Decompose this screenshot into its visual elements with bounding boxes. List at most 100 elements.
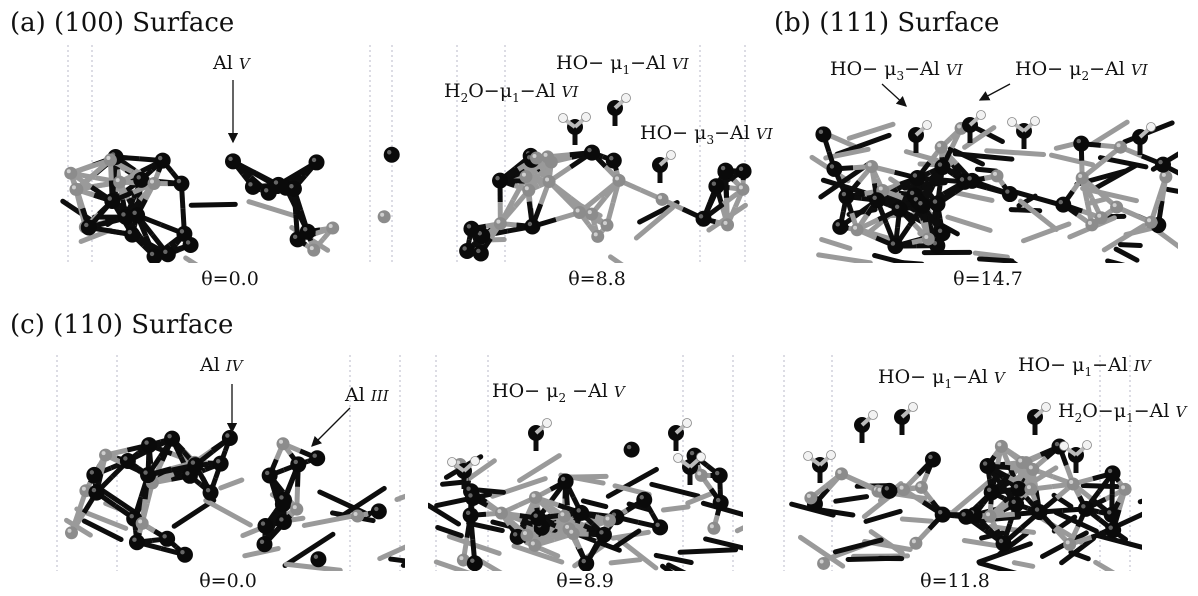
bond (1137, 498, 1142, 505)
atom-highlight (279, 495, 284, 500)
atom-highlight (1147, 218, 1152, 223)
atom-highlight (179, 229, 185, 234)
oxygen-atom (583, 144, 600, 161)
atom-highlight (894, 204, 900, 209)
bond (962, 125, 997, 150)
hydrogen-atom (621, 93, 631, 103)
oxygen-atom (1008, 496, 1025, 513)
oxygen-atom (176, 546, 193, 563)
bond (677, 547, 739, 555)
atom-highlight (615, 176, 620, 181)
atom-highlight (101, 451, 106, 456)
oxygen-atom (463, 220, 480, 237)
atom-highlight (639, 495, 644, 500)
oxygen-atom (1104, 465, 1121, 482)
bond (1053, 509, 1099, 534)
atom-highlight (957, 124, 962, 129)
oxygen-atom (934, 159, 951, 176)
atom-highlight (658, 195, 663, 200)
atom-highlight (853, 225, 858, 230)
oxygen-atom (557, 473, 574, 490)
oxygen-atom (578, 555, 595, 571)
atom-highlight (248, 182, 253, 187)
atom-highlight (1121, 485, 1126, 490)
atom-highlight (190, 460, 196, 465)
atom-highlight (689, 450, 695, 456)
bond (660, 504, 691, 513)
structure-svg (809, 110, 1178, 263)
bond (1105, 258, 1126, 263)
oxygen-atom (1031, 504, 1048, 521)
atom-highlight (374, 506, 379, 512)
atom-highlight (302, 227, 308, 232)
section-title-b: (b) (111) Surface (774, 8, 1000, 38)
atom-highlight (462, 246, 467, 251)
atom-highlight (913, 196, 919, 202)
hydrogen-atom (803, 451, 813, 461)
bond (477, 558, 503, 571)
atom-highlight (937, 162, 943, 167)
bond (1020, 221, 1072, 244)
atom-highlight (313, 554, 319, 559)
label-h2o-mu1-al-vi-a: H2O−μ1−Al VI (444, 80, 579, 105)
atom-highlight (560, 512, 565, 517)
oxygen-atom (466, 555, 483, 571)
atom-highlight (877, 487, 882, 492)
bond (171, 497, 217, 529)
oxygen-atom (983, 484, 1000, 501)
atom-highlight (587, 210, 592, 215)
theta-label-c3: θ=11.8 (920, 570, 990, 592)
aluminum-atom (529, 151, 543, 165)
aluminum-atom (351, 509, 365, 523)
atom-highlight (720, 165, 726, 171)
atom-highlight (264, 470, 270, 476)
atom-highlight (180, 549, 185, 555)
oxygen-atom (934, 506, 951, 523)
bond (825, 132, 857, 149)
atom-highlight (1028, 465, 1033, 470)
label-ho-mu1-al-iv-c: HO− μ1−Al IV (1018, 354, 1151, 379)
bond (301, 513, 354, 528)
hydrogen-atom (826, 450, 836, 460)
atom-highlight (289, 184, 294, 189)
atom-highlight (917, 483, 922, 488)
oxygen-atom (695, 210, 712, 227)
atom-highlight (497, 509, 502, 514)
atom-highlight (711, 181, 717, 186)
label-al-iv: Al IV (200, 354, 243, 376)
oxygen-atom (289, 231, 306, 248)
bond (394, 493, 405, 502)
atom-highlight (872, 195, 877, 200)
oxygen-atom (924, 451, 941, 468)
bond (188, 201, 238, 208)
atom-highlight (123, 456, 128, 461)
oxygen-atom (1154, 156, 1171, 173)
bond (834, 132, 892, 157)
atom-highlight (997, 442, 1002, 447)
atom-highlight (380, 212, 385, 217)
bond (1007, 258, 1019, 263)
aluminum-atom (909, 536, 923, 550)
atom-highlight (911, 539, 916, 544)
bond (203, 498, 253, 528)
atom-highlight (992, 171, 997, 176)
oxygen-atom (1001, 186, 1018, 203)
bond (1049, 152, 1096, 168)
oxygen-atom (1103, 506, 1120, 523)
atom-highlight (466, 224, 472, 229)
bond (435, 524, 464, 539)
atom-highlight (260, 521, 266, 526)
bond (617, 537, 659, 571)
bond (1080, 185, 1139, 204)
bond (666, 562, 687, 571)
aluminum-atom (804, 491, 818, 505)
atom-highlight (185, 471, 190, 476)
hydrogen-atom (1082, 440, 1092, 450)
bond (580, 498, 609, 510)
structure-svg (60, 45, 400, 263)
bond (218, 477, 245, 491)
atom-highlight (599, 530, 604, 535)
oxygen-atom (221, 430, 238, 447)
hydrogen-atom (1030, 116, 1040, 126)
bond (633, 205, 676, 241)
